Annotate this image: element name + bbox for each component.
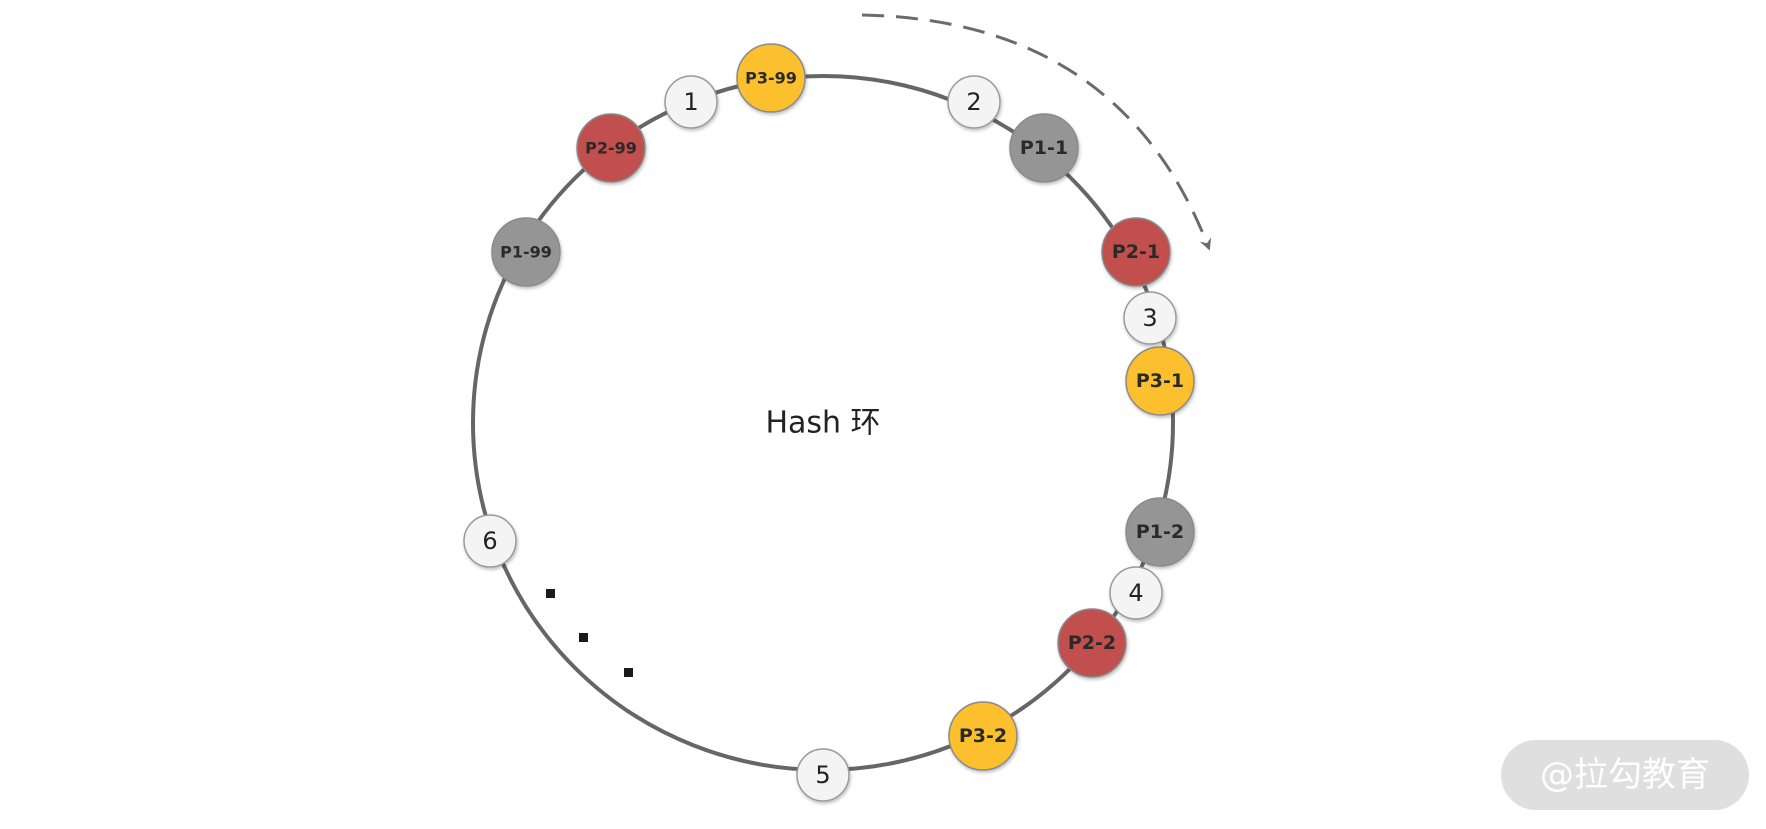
node-p1-1: P1-1 — [1009, 113, 1079, 183]
node-p1-99-label: P1-99 — [500, 243, 552, 262]
key-5: 5 — [796, 748, 850, 802]
ellipsis-dot — [624, 668, 633, 677]
key-3-label: 3 — [1142, 304, 1157, 332]
key-4-label: 4 — [1128, 579, 1143, 607]
key-5-label: 5 — [815, 761, 830, 789]
key-3: 3 — [1123, 291, 1177, 345]
rotation-direction-arrow — [861, 13, 1212, 251]
node-p3-1: P3-1 — [1125, 346, 1195, 416]
node-p1-2-label: P1-2 — [1136, 521, 1184, 543]
key-4: 4 — [1109, 566, 1163, 620]
key-6-label: 6 — [482, 527, 497, 555]
watermark-badge — [1501, 740, 1749, 810]
key-1-label: 1 — [683, 88, 698, 116]
node-p3-2-label: P3-2 — [959, 725, 1007, 747]
node-p1-99: P1-99 — [491, 217, 561, 287]
node-p3-99-label: P3-99 — [745, 69, 797, 88]
node-p2-1: P2-1 — [1101, 217, 1171, 287]
key-6: 6 — [463, 514, 517, 568]
watermark: @拉勾教育 — [1501, 740, 1749, 810]
node-p3-2: P3-2 — [948, 701, 1018, 771]
ellipsis-dot — [546, 589, 555, 598]
node-p2-1-label: P2-1 — [1112, 241, 1160, 263]
node-p1-2: P1-2 — [1125, 497, 1195, 567]
node-p1-1-label: P1-1 — [1020, 137, 1068, 159]
node-p2-2-label: P2-2 — [1068, 632, 1116, 654]
watermark-text: @拉勾教育 — [1540, 755, 1710, 795]
ellipsis-dot — [579, 633, 588, 642]
key-2-label: 2 — [966, 88, 981, 116]
node-p2-99: P2-99 — [576, 113, 646, 183]
node-p2-99-label: P2-99 — [585, 139, 637, 158]
key-1: 1 — [664, 75, 718, 129]
node-p2-2: P2-2 — [1057, 608, 1127, 678]
continuation-ellipsis — [546, 589, 633, 677]
center-label: Hash 环 — [765, 406, 880, 441]
key-2: 2 — [947, 75, 1001, 129]
node-p3-99: P3-99 — [736, 43, 806, 113]
node-p3-1-label: P3-1 — [1136, 370, 1184, 392]
